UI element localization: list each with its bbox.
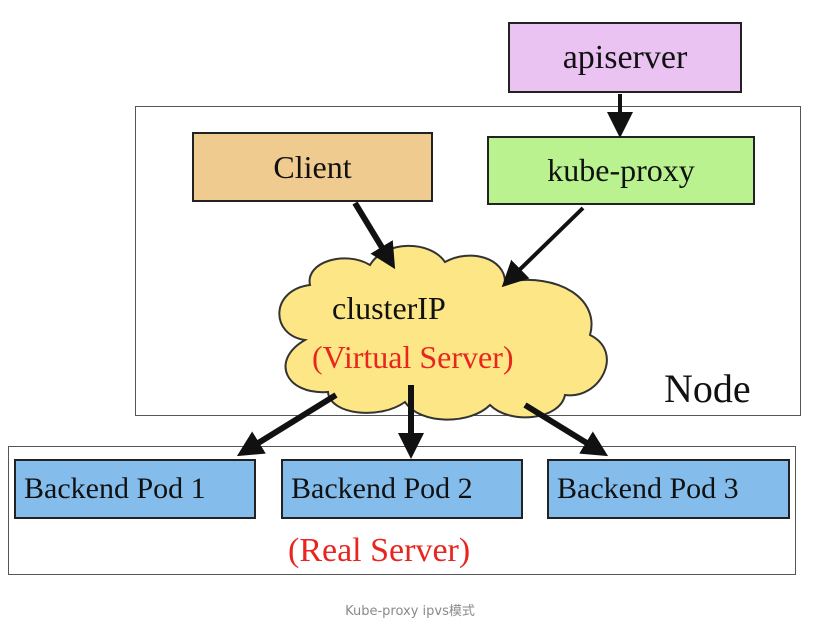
backend-pod-3: Backend Pod 3 bbox=[547, 459, 790, 519]
figure-caption: Kube-proxy ipvs模式 bbox=[345, 604, 475, 619]
backend-pod-1-label: Backend Pod 1 bbox=[24, 472, 206, 505]
cluster-ip-label: clusterIP bbox=[332, 290, 446, 326]
edge-kube-proxy-to-cluster-ip bbox=[501, 206, 585, 288]
cloud-shape bbox=[278, 244, 608, 421]
backend-pod-2-label: Backend Pod 2 bbox=[291, 472, 473, 505]
apiserver-box: apiserver bbox=[508, 22, 742, 93]
kube-proxy-label: kube-proxy bbox=[547, 152, 695, 188]
virtual-server-label: (Virtual Server) bbox=[312, 339, 514, 375]
edge-client-to-cluster-ip bbox=[352, 201, 396, 270]
edge-cluster-ip-to-pod-3 bbox=[523, 402, 609, 457]
backend-pod-3-label: Backend Pod 3 bbox=[557, 472, 739, 505]
client-label: Client bbox=[273, 148, 352, 185]
real-server-label: (Real Server) bbox=[288, 532, 471, 569]
node-label: Node bbox=[664, 366, 751, 411]
client-box: Client bbox=[192, 132, 433, 202]
edge-cluster-ip-to-pod-1 bbox=[236, 392, 338, 457]
backend-pod-1: Backend Pod 1 bbox=[14, 459, 256, 519]
backend-pod-2: Backend Pod 2 bbox=[281, 459, 523, 519]
apiserver-label: apiserver bbox=[562, 38, 688, 76]
